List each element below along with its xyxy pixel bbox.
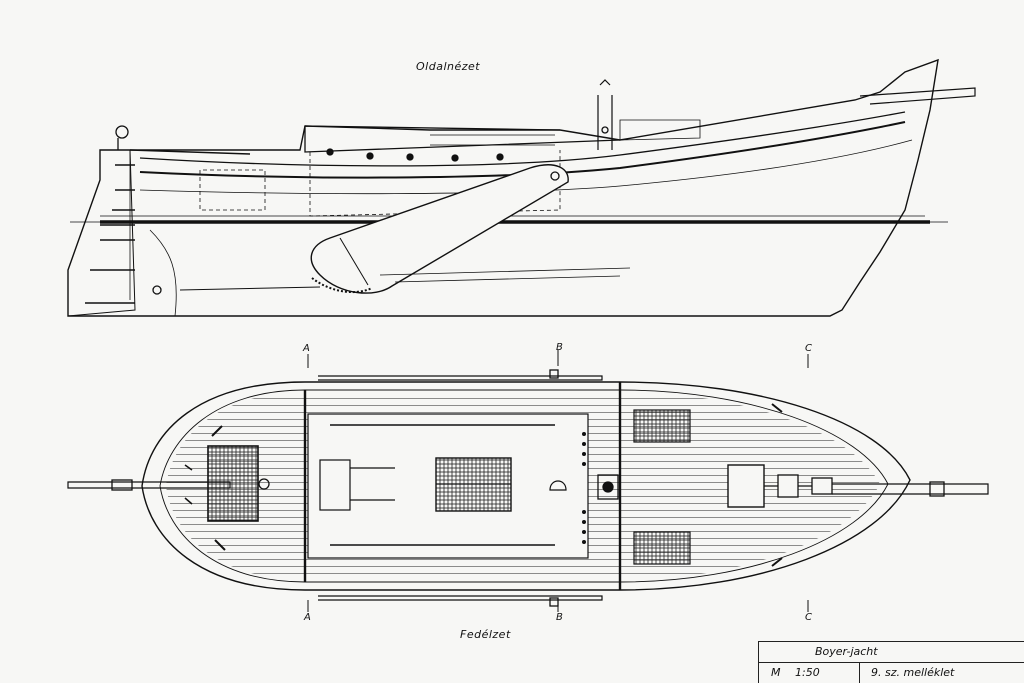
hull-outline [67,58,939,317]
title-block: Boyer-jacht M 1:50 9. sz. melléklet [758,641,1024,683]
fore-hatch-stbd [633,531,691,565]
title-block-scale-prefix: M [771,666,781,679]
section-c-top: C [805,343,812,354]
cockpit-grating [207,445,259,522]
section-b-top: B [556,342,563,353]
title-block-sheet: 9. sz. melléklet [871,666,955,679]
section-b-bottom: B [556,612,563,623]
rudder [67,149,136,317]
section-a-bottom: A [304,612,311,623]
leeboard [310,164,569,294]
windlass [727,464,765,508]
side-view-title: Oldalnézet [416,60,481,73]
deck-hull-outline [141,381,911,591]
cabin [304,125,621,153]
title-block-scale: 1:50 [795,666,820,679]
bowsprit [859,87,976,105]
title-block-name: Boyer-jacht [815,645,878,658]
section-c-bottom: C [805,612,812,623]
bowsprit-deck [832,483,989,495]
companionway [319,459,351,511]
fore-hatch-port [633,409,691,443]
deck-view-title: Fedélzet [460,628,511,641]
mast [597,79,613,150]
section-a-top: A [303,343,310,354]
tiller-deck [67,481,231,489]
